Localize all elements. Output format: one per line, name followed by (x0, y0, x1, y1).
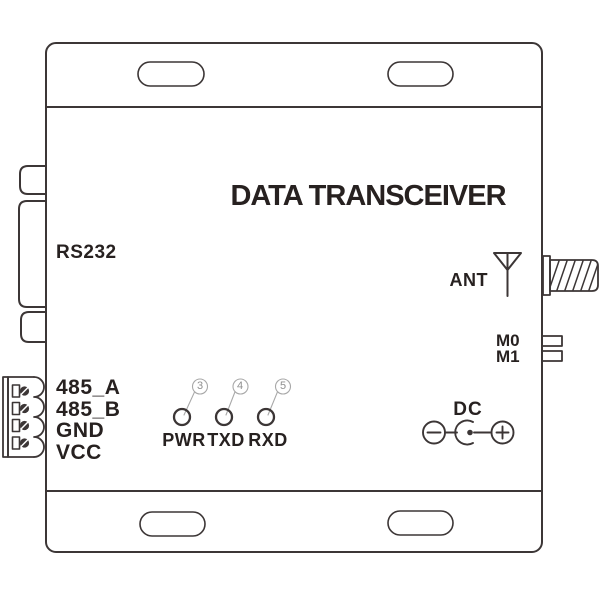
dc-plus-circle (490, 420, 515, 445)
terminal-screw-slots (20, 387, 29, 447)
callout-circle-3 (191, 378, 209, 395)
led-label-rxd: RXD (248, 430, 288, 450)
terminal-pin-label-vcc: VCC (56, 441, 102, 464)
callout-circle-4 (232, 378, 249, 395)
terminal-pin-label-485a: 485_A (56, 376, 121, 399)
dc-center-pin-dot (467, 429, 473, 436)
callout-number-3: 3 (196, 380, 204, 392)
m0-label: M0 (496, 331, 520, 350)
ant-label: ANT (449, 270, 488, 290)
rs232-label: RS232 (56, 242, 117, 263)
terminal-pin-label-gnd: GND (56, 419, 105, 442)
sma-screw-icon (542, 255, 599, 296)
device-title: DATA TRANSCEIVER (230, 180, 506, 212)
mode-pin-tabs (541, 335, 563, 362)
led-pwr (172, 407, 192, 427)
callout-number-5: 5 (279, 380, 287, 392)
dc-center-pin-arc (454, 419, 474, 446)
led-txd (214, 407, 234, 427)
terminal-spring-edge (33, 376, 45, 458)
dc-label: DC (453, 399, 483, 420)
mounting-slot-top-left (137, 61, 205, 87)
callout-number-4: 4 (236, 380, 244, 392)
m1-label: M1 (496, 347, 520, 366)
dc-polarity-icon (422, 419, 515, 446)
callout-circle-5 (274, 378, 292, 395)
led-label-pwr: PWR (162, 430, 206, 450)
mounting-slot-top-right (387, 61, 454, 87)
mounting-slot-bottom-left (139, 511, 206, 537)
terminal-wire-slots (11, 384, 21, 450)
terminal-block (2, 376, 45, 458)
rs232-connector (18, 165, 47, 343)
terminal-pin-label-485b: 485_B (56, 398, 121, 421)
mounting-slot-bottom-right (387, 510, 454, 536)
device-body (45, 42, 543, 553)
led-rxd (256, 407, 276, 427)
screw-thread-hatch (550, 260, 598, 291)
led-label-txd: TXD (207, 430, 245, 450)
antenna-icon (493, 252, 522, 297)
terminal-screws (19, 386, 30, 448)
